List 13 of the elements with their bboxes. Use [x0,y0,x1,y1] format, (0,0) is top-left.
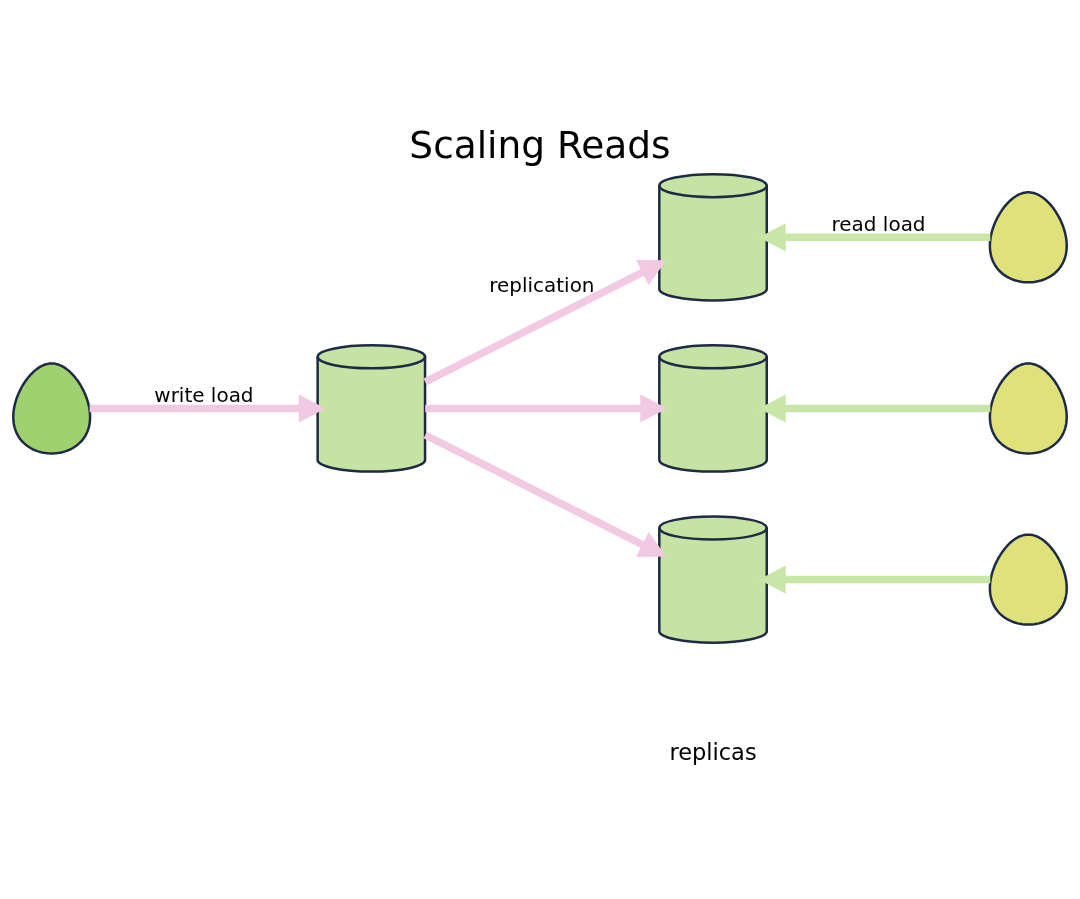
arrow [89,393,326,423]
arrow [423,259,667,385]
node-person [988,361,1068,455]
node-person [988,532,1068,626]
edge-label: write load [154,382,254,407]
arrow [425,393,668,423]
diagram-title: Scaling Reads [409,122,671,167]
arrow [423,431,667,557]
label: replicas [669,738,757,765]
edge-label: read load [831,211,926,236]
edge-label: replication [489,272,595,297]
node-person [12,361,92,455]
node-person [988,190,1068,284]
